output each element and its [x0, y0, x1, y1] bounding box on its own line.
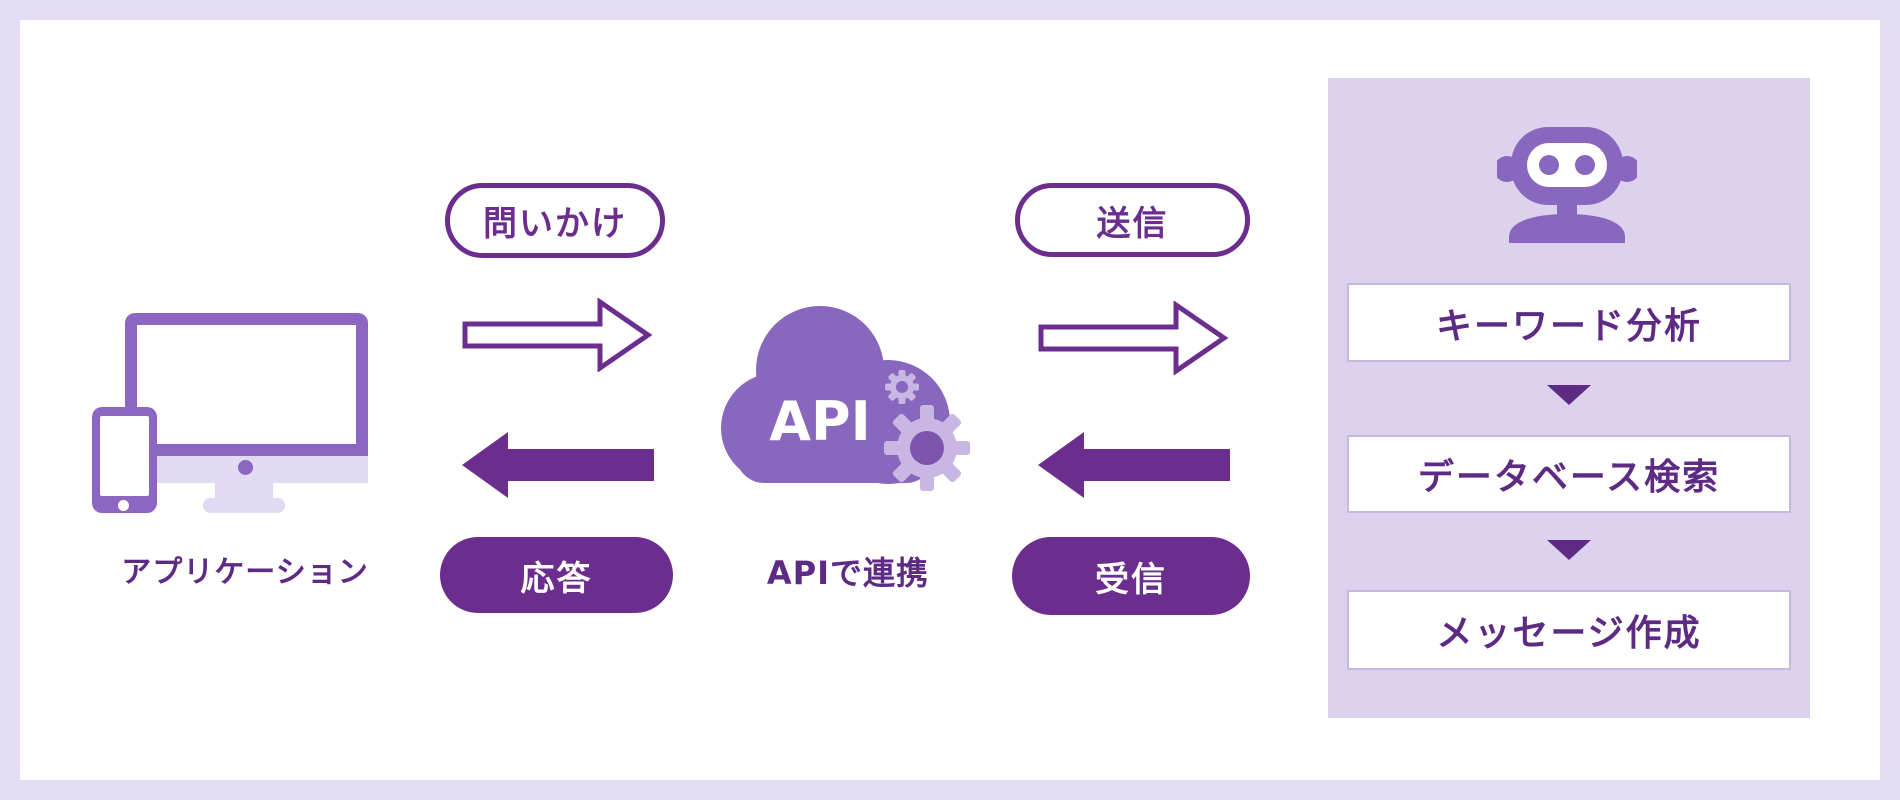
application-label: アプリケーション — [121, 555, 369, 590]
large-gear-icon — [884, 405, 970, 491]
api-caption: APIで連携 — [766, 554, 930, 592]
monitor-camera-dot — [238, 460, 253, 475]
phone-home-button — [118, 500, 129, 511]
diagram-canvas: アプリケーション 問いかけ 応答 API — [20, 20, 1880, 780]
query-arrow-right-icon — [462, 298, 653, 372]
api-cloud-icon: API — [721, 306, 970, 491]
monitor-icon — [125, 313, 368, 456]
robot-icon — [1497, 127, 1637, 243]
robot-eye-right — [1575, 155, 1595, 175]
robot-face — [1527, 143, 1607, 187]
response-pill: 応答 — [440, 537, 673, 613]
receive-arrow-left-icon — [1038, 432, 1230, 498]
bot-panel: キーワード分析 データベース検索 メッセージ作成 — [1328, 78, 1810, 718]
cloud-shape — [721, 306, 950, 484]
send-arrow-right-icon — [1038, 301, 1229, 375]
receive-pill: 受信 — [1012, 537, 1250, 615]
step-arrow-down-icon — [1547, 385, 1591, 405]
send-pill: 送信 — [1015, 183, 1250, 257]
phone-screen — [100, 416, 149, 496]
step-box-database-search: データベース検索 — [1347, 435, 1791, 513]
step-box-message-creation: メッセージ作成 — [1347, 590, 1791, 670]
step-box-keyword-analysis: キーワード分析 — [1347, 283, 1791, 362]
robot-eye-left — [1539, 155, 1559, 175]
small-gear-icon — [885, 370, 919, 404]
response-arrow-left-icon — [462, 432, 654, 498]
api-cloud-text: API — [769, 390, 870, 453]
monitor-stand — [215, 483, 273, 500]
monitor-stand-base — [203, 498, 285, 513]
step-arrow-down-icon — [1547, 540, 1591, 560]
query-pill: 問いかけ — [445, 183, 665, 258]
